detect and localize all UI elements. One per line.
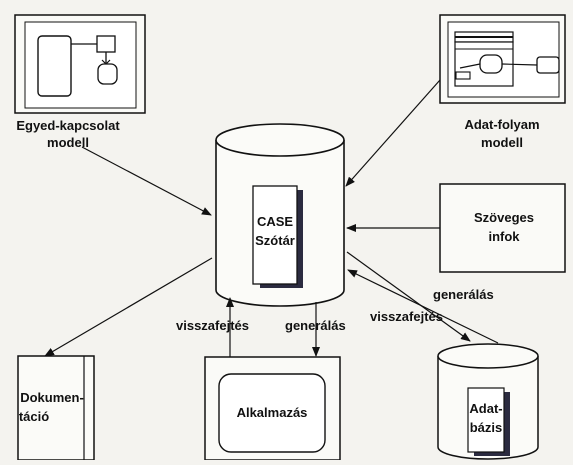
dataflow-model-label-1: Adat-folyam	[464, 117, 539, 132]
er-relationship-icon	[97, 63, 118, 85]
edge-label-db-generate: generálás	[433, 287, 494, 302]
dataflow-process-icon	[479, 54, 503, 74]
database-book-icon	[467, 387, 505, 453]
er-model-node: Egyed-kapcsolat modell	[14, 14, 146, 150]
edge-label-app-generate: generálás	[285, 318, 346, 333]
database-label-2: bázis	[470, 420, 503, 435]
database-node: Adat- bázis	[437, 343, 539, 460]
case-book-icon	[252, 185, 298, 285]
documentation-label-1: Dokumen-	[20, 390, 84, 405]
er-model-label-2: modell	[47, 135, 89, 150]
dataflow-model-node: Adat-folyam modell	[439, 14, 566, 150]
case-label-1: CASE	[257, 214, 293, 229]
case-cylinder-top	[215, 123, 345, 157]
arrow-er-to-case	[81, 146, 212, 216]
er-model-label-1: Egyed-kapcsolat	[16, 118, 120, 133]
application-node: Alkalmazás	[204, 356, 341, 461]
edge-label-db-reverse: visszafejtés	[370, 309, 443, 324]
text-info-label-2: infok	[488, 229, 520, 244]
database-label-1: Adat-	[469, 401, 502, 416]
documentation-node: Dokumen- táció	[17, 355, 95, 461]
dataflow-model-label-2: modell	[481, 135, 523, 150]
er-entity-icon	[37, 35, 72, 97]
documentation-label-2: táció	[19, 409, 49, 424]
text-info-node: Szöveges infok	[439, 183, 566, 273]
dataflow-entity-icon	[536, 56, 560, 74]
text-info-box	[439, 183, 566, 273]
case-label-2: Szótár	[255, 233, 295, 248]
er-entity-small-icon	[96, 35, 116, 53]
arrow-case-to-documentation	[44, 257, 213, 357]
arrow-case-to-db	[346, 251, 471, 342]
documentation-doc-icon	[17, 355, 95, 461]
database-cylinder-top	[437, 343, 539, 369]
dataflow-store-icon	[455, 71, 471, 80]
edge-label-app-reverse: visszafejtés	[176, 318, 249, 333]
application-label: Alkalmazás	[237, 405, 308, 420]
text-info-label-1: Szöveges	[474, 210, 534, 225]
arrow-db-to-case	[347, 269, 499, 344]
arrow-dataflow-to-case	[345, 79, 441, 187]
application-window	[218, 373, 326, 453]
case-dictionary-node: CASE Szótár	[215, 123, 345, 307]
